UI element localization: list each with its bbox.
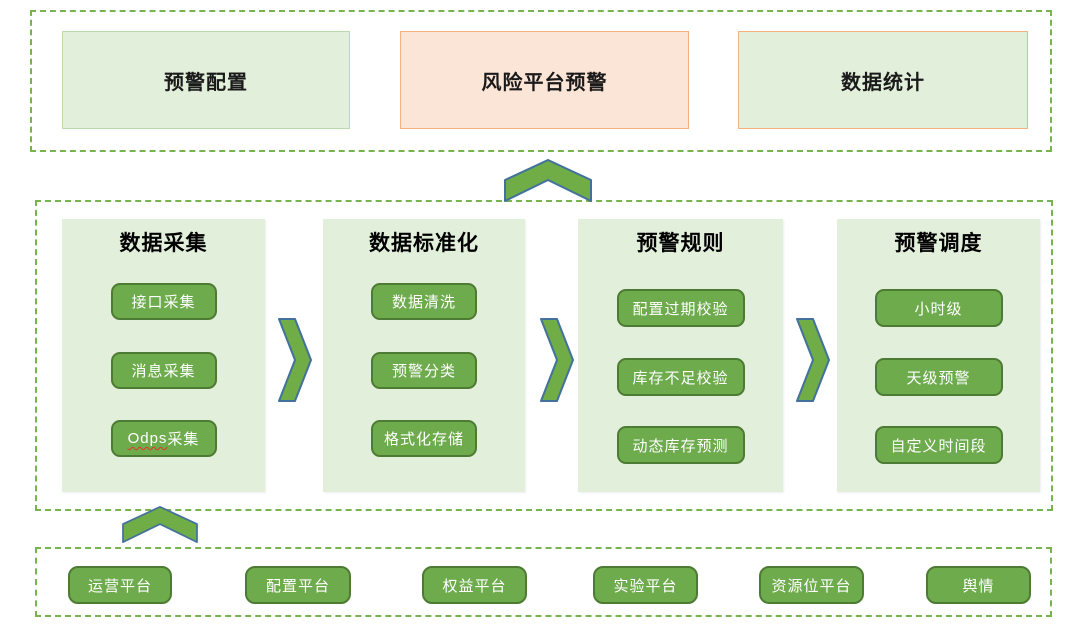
resource-slot-platform-node: 资源位平台 bbox=[759, 566, 864, 604]
benefits-platform-node: 权益平台 bbox=[422, 566, 527, 604]
alert-config-box: 预警配置 bbox=[62, 31, 350, 129]
config-platform-node: 配置平台 bbox=[245, 566, 351, 604]
experiment-platform-node: 实验平台 bbox=[593, 566, 698, 604]
risk-platform-alert-box: 风险平台预警 bbox=[400, 31, 689, 129]
public-opinion-node: 舆情 bbox=[926, 566, 1031, 604]
data-cleaning-label: 数据清洗 bbox=[391, 294, 456, 311]
data-statistics-label: 数据统计 bbox=[841, 71, 925, 94]
hourly-label: 小时级 bbox=[914, 300, 963, 318]
stock-shortage-check-label: 库存不足校验 bbox=[632, 369, 729, 387]
source-platforms-container: 运营平台 配置平台 权益平台 实验平台 资源位平台 舆情 bbox=[35, 547, 1052, 617]
data-statistics-box: 数据统计 bbox=[738, 31, 1028, 129]
output-layer-container: 预警配置 风险平台预警 数据统计 bbox=[30, 10, 1052, 152]
benefits-platform-label: 权益平台 bbox=[442, 577, 507, 595]
data-standardization-panel: 数据标准化 数据清洗 预警分类 格式化存储 bbox=[323, 219, 525, 492]
up-arrow-icon bbox=[122, 506, 198, 543]
experiment-platform-label: 实验平台 bbox=[613, 577, 678, 595]
daily-alert-node: 天级预警 bbox=[874, 358, 1003, 396]
data-cleaning-node: 数据清洗 bbox=[371, 283, 477, 320]
formatted-storage-node: 格式化存储 bbox=[371, 420, 477, 457]
up-arrow-icon bbox=[504, 159, 592, 202]
message-collection-node: 消息采集 bbox=[110, 352, 217, 389]
public-opinion-label: 舆情 bbox=[962, 577, 995, 595]
risk-platform-alert-label: 风险平台预警 bbox=[481, 71, 608, 94]
custom-period-label: 自定义时间段 bbox=[890, 437, 987, 455]
daily-alert-label: 天级预警 bbox=[906, 369, 971, 387]
dynamic-stock-forecast-node: 动态库存预测 bbox=[616, 426, 745, 464]
stock-shortage-check-node: 库存不足校验 bbox=[616, 358, 745, 396]
odps-collection-label-misspelled-part: Odps bbox=[127, 430, 168, 447]
api-collection-label: 接口采集 bbox=[131, 294, 196, 311]
alert-scheduling-title: 预警调度 bbox=[894, 232, 983, 255]
config-expiry-check-node: 配置过期校验 bbox=[616, 289, 745, 327]
odps-collection-label-rest: 采集 bbox=[167, 431, 200, 448]
data-collection-title: 数据采集 bbox=[119, 232, 208, 255]
api-collection-node: 接口采集 bbox=[110, 283, 217, 320]
config-platform-label: 配置平台 bbox=[265, 577, 330, 595]
dynamic-stock-forecast-label: 动态库存预测 bbox=[632, 437, 729, 455]
config-expiry-check-label: 配置过期校验 bbox=[632, 300, 729, 318]
formatted-storage-label: 格式化存储 bbox=[383, 431, 464, 448]
alert-scheduling-panel: 预警调度 小时级 天级预警 自定义时间段 bbox=[837, 219, 1040, 492]
alert-classification-node: 预警分类 bbox=[371, 352, 477, 389]
right-arrow-icon bbox=[540, 318, 574, 402]
alert-config-label: 预警配置 bbox=[164, 71, 248, 94]
alert-rules-title: 预警规则 bbox=[636, 232, 725, 255]
alert-rules-panel: 预警规则 配置过期校验 库存不足校验 动态库存预测 bbox=[578, 219, 783, 492]
message-collection-label: 消息采集 bbox=[131, 363, 196, 380]
data-standardization-title: 数据标准化 bbox=[369, 232, 479, 255]
operations-platform-label: 运营平台 bbox=[87, 577, 152, 595]
custom-period-node: 自定义时间段 bbox=[874, 426, 1003, 464]
operations-platform-node: 运营平台 bbox=[68, 566, 172, 604]
alert-classification-label: 预警分类 bbox=[391, 363, 456, 380]
right-arrow-icon bbox=[796, 318, 830, 402]
resource-slot-platform-label: 资源位平台 bbox=[771, 577, 852, 595]
hourly-node: 小时级 bbox=[874, 289, 1003, 327]
right-arrow-icon bbox=[278, 318, 312, 402]
